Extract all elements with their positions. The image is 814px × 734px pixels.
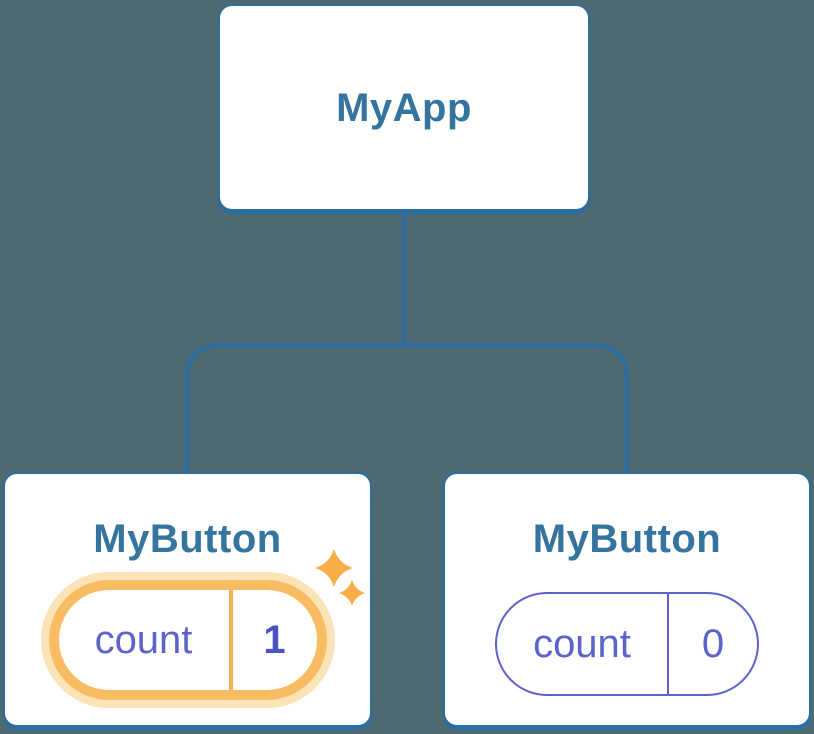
state-pill: count 0 xyxy=(495,592,759,696)
state-value: 0 xyxy=(701,622,725,666)
node-myapp-label: MyApp xyxy=(336,85,472,130)
sparkles-icon xyxy=(314,549,365,606)
state-pill-highlighted: count 1 xyxy=(48,580,327,700)
node-mybutton-right-label: MyButton xyxy=(532,517,722,561)
state-pill-wrap: count 1 xyxy=(48,549,365,700)
state-name-label: count xyxy=(94,618,193,662)
state-name-label: count xyxy=(533,622,631,666)
pill-divider xyxy=(228,590,233,690)
node-mybutton-left-label: MyButton xyxy=(93,517,282,561)
state-value: 1 xyxy=(263,618,286,662)
node-mybutton-left: MyButton count 1 xyxy=(3,472,372,727)
node-mybutton-right: MyButton count 0 xyxy=(443,472,811,727)
state-pill-wrap: count 0 xyxy=(495,563,759,696)
pill-divider xyxy=(667,594,669,694)
node-myapp: MyApp xyxy=(218,4,590,211)
